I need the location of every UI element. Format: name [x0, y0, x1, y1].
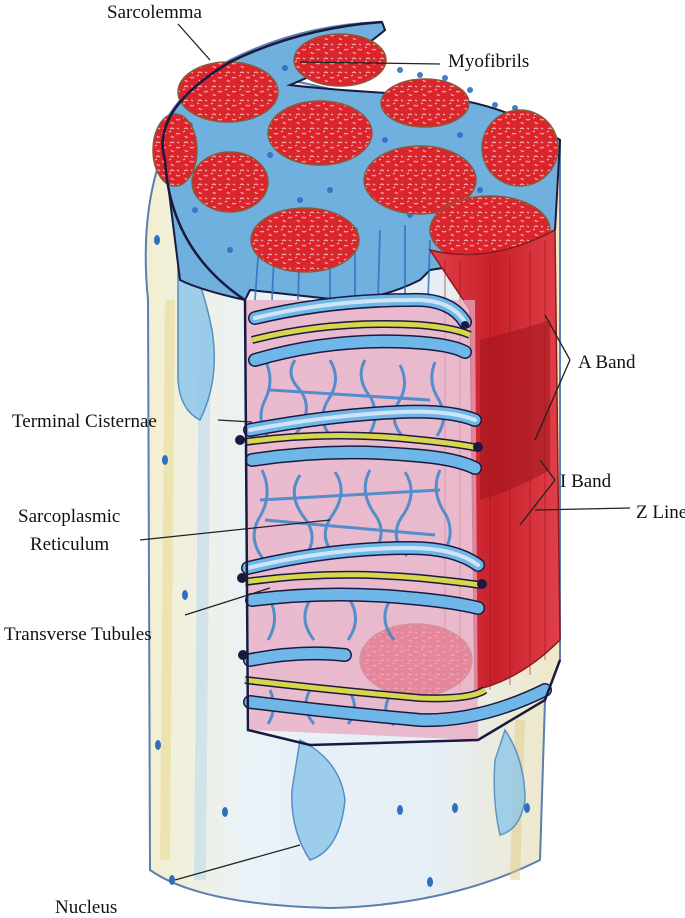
label-sarcolemma: Sarcolemma	[107, 2, 203, 23]
label-terminal-cisternae: Terminal Cisternae	[12, 411, 157, 432]
label-z-line: Z Line	[636, 502, 685, 523]
triads	[235, 292, 552, 728]
nucleus-shapes	[177, 237, 526, 861]
label-a-band: A Band	[578, 352, 636, 373]
label-sarcoplasmic: Sarcoplasmic	[18, 506, 120, 527]
fiber-outlines	[161, 20, 562, 747]
label-nucleus: Nucleus	[55, 897, 117, 918]
leader-lines	[139, 23, 631, 881]
sarcoplasmic-reticulum-panel	[245, 300, 478, 740]
label-myofibrils: Myofibrils	[448, 51, 529, 72]
myofibril-column	[428, 228, 561, 691]
labels: Sarcolemma Myofibrils A Band Terminal Ci…	[4, 2, 685, 918]
label-i-band: I Band	[560, 471, 612, 492]
label-transverse-tubules: Transverse Tubules	[4, 624, 152, 645]
label-reticulum: Reticulum	[30, 534, 109, 555]
